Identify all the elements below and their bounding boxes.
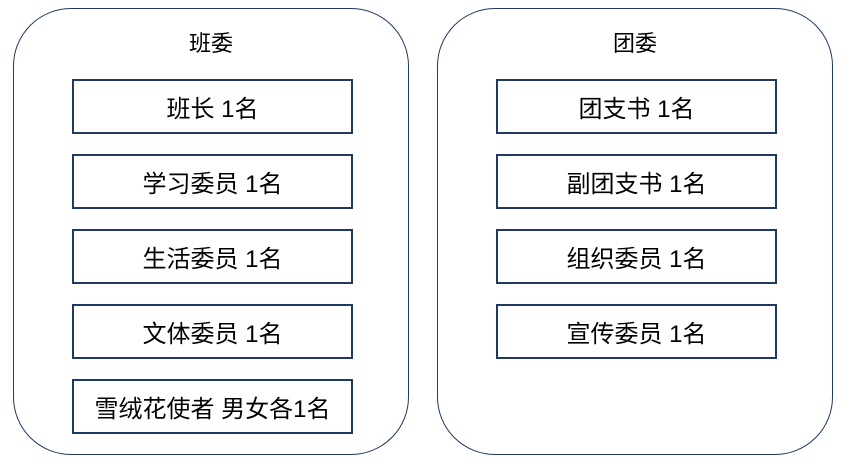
role-box-deputy-league-secretary: 副团支书 1名 xyxy=(496,154,777,209)
role-label: 组织委员 1名 xyxy=(566,246,707,273)
role-box-organization-commissary: 组织委员 1名 xyxy=(496,229,777,284)
panel-youth-league-committee: 团委 团支书 1名 副团支书 1名 组织委员 1名 宣传委员 1名 xyxy=(437,8,833,455)
role-box-arts-sports-commissary: 文体委员 1名 xyxy=(72,304,353,359)
role-label: 生活委员 1名 xyxy=(142,246,283,273)
role-box-edelweiss-ambassador: 雪绒花使者 男女各1名 xyxy=(72,379,353,434)
role-box-life-commissary: 生活委员 1名 xyxy=(72,229,353,284)
role-label: 宣传委员 1名 xyxy=(566,321,707,348)
role-label: 学习委员 1名 xyxy=(142,171,283,198)
panel-title-youth-league-committee: 团委 xyxy=(612,31,657,56)
role-label: 雪绒花使者 男女各1名 xyxy=(94,396,331,423)
role-box-class-monitor: 班长 1名 xyxy=(72,79,353,134)
role-box-study-commissary: 学习委员 1名 xyxy=(72,154,353,209)
role-label: 文体委员 1名 xyxy=(142,321,283,348)
role-label: 团支书 1名 xyxy=(578,96,695,123)
role-label: 副团支书 1名 xyxy=(566,171,707,198)
role-box-publicity-commissary: 宣传委员 1名 xyxy=(496,304,777,359)
panel-class-committee: 班委 班长 1名 学习委员 1名 生活委员 1名 文体委员 1名 雪绒花使者 男… xyxy=(13,8,409,455)
role-box-league-secretary: 团支书 1名 xyxy=(496,79,777,134)
panel-title-class-committee: 班委 xyxy=(188,31,233,56)
role-label: 班长 1名 xyxy=(166,96,259,123)
